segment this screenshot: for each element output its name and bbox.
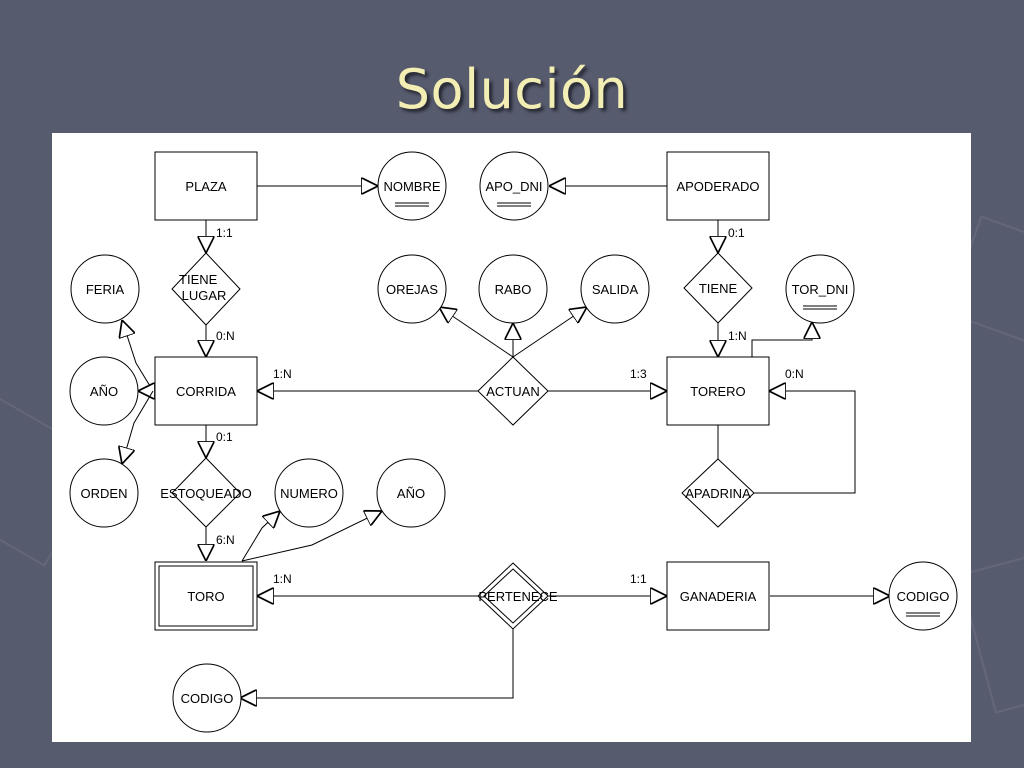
relationship-actuan: ACTUAN (477, 356, 549, 426)
svg-text:TORERO: TORERO (690, 384, 745, 399)
cardinality-label: 1:N (728, 329, 747, 343)
svg-text:AÑO: AÑO (397, 486, 425, 501)
tiene-lugar-line2: LUGAR (182, 288, 227, 303)
attribute-salida: SALIDA (580, 254, 650, 324)
cardinality-label: 1:N (273, 572, 292, 586)
cardinality-label: 6:N (216, 533, 235, 547)
cardinality-label: 0:1 (216, 430, 233, 444)
attribute-pertenece-codigo: CODIGO (172, 663, 242, 733)
entity-torero: TORERO (666, 356, 770, 426)
cardinality-label: 0:N (785, 367, 804, 381)
cardinality-label: 1:3 (630, 367, 647, 381)
relationship-apadrina: APADRINA (681, 458, 755, 528)
attribute-plaza-nombre-key: NOMBRE (377, 151, 447, 221)
er-diagram: PLAZA APODERADO CORRIDA TORERO TORO GANA… (52, 133, 971, 742)
attribute-numero: NUMERO (274, 458, 344, 528)
attribute-tor-dni-key: TOR_DNI (785, 254, 855, 324)
svg-text:PLAZA: PLAZA (185, 179, 227, 194)
svg-text:GANADERIA: GANADERIA (680, 589, 757, 604)
attribute-ganaderia-codigo-key: CODIGO (888, 561, 958, 631)
svg-text:FERIA: FERIA (86, 282, 125, 297)
entity-ganaderia: GANADERIA (666, 561, 770, 631)
svg-text:APO_DNI: APO_DNI (485, 179, 542, 194)
entity-apoderado: APODERADO (666, 151, 770, 221)
svg-text:PERTENECE: PERTENECE (478, 589, 558, 604)
svg-text:OREJAS: OREJAS (386, 282, 438, 297)
cardinality-label: 1:1 (216, 226, 233, 240)
relationship-pertenece-identifying: PERTENECE (477, 562, 558, 630)
svg-text:ORDEN: ORDEN (81, 486, 128, 501)
relationship-tiene-lugar: TIENE LUGAR (171, 252, 241, 326)
svg-text:ACTUAN: ACTUAN (486, 384, 539, 399)
tiene-lugar-line1: TIENE (179, 272, 218, 287)
relationship-estoqueado: ESTOQUEADO (160, 457, 252, 528)
attribute-orden: ORDEN (69, 458, 139, 528)
svg-text:RABO: RABO (495, 282, 532, 297)
svg-text:AÑO: AÑO (90, 384, 118, 399)
cardinality-label: 1:1 (630, 572, 647, 586)
cardinality-label: 1:N (273, 367, 292, 381)
svg-text:TOR_DNI: TOR_DNI (792, 282, 849, 297)
svg-text:TORO: TORO (187, 589, 224, 604)
svg-text:CODIGO: CODIGO (181, 691, 234, 706)
cardinality-label: 0:N (216, 329, 235, 343)
entity-plaza: PLAZA (154, 151, 258, 221)
attribute-feria: FERIA (70, 254, 140, 324)
cardinality-labels: 1:1 0:N 0:1 1:N 1:N 1:3 0:N 0:1 6:N 1:N … (216, 226, 804, 586)
attribute-toro-ano: AÑO (376, 458, 446, 528)
svg-text:NOMBRE: NOMBRE (383, 179, 440, 194)
svg-text:TIENE LUGAR: TIENE LUGAR (179, 272, 226, 303)
connector-lines (122, 186, 890, 698)
attribute-apo-dni-key: APO_DNI (479, 151, 549, 221)
entity-toro-weak: TORO (154, 561, 258, 631)
attribute-orejas: OREJAS (377, 254, 447, 324)
svg-text:APODERADO: APODERADO (676, 179, 759, 194)
svg-text:TIENE: TIENE (699, 281, 738, 296)
entity-corrida: CORRIDA (154, 356, 258, 426)
relationship-tiene: TIENE (683, 252, 753, 324)
attribute-corrida-ano: AÑO (69, 356, 139, 426)
slide-title: Solución (395, 58, 629, 121)
cardinality-label: 0:1 (728, 226, 745, 240)
attribute-rabo: RABO (478, 254, 548, 324)
svg-text:APADRINA: APADRINA (685, 486, 751, 501)
svg-text:NUMERO: NUMERO (280, 486, 338, 501)
svg-text:CODIGO: CODIGO (897, 589, 950, 604)
svg-text:CORRIDA: CORRIDA (176, 384, 236, 399)
svg-text:SALIDA: SALIDA (592, 282, 639, 297)
svg-text:ESTOQUEADO: ESTOQUEADO (160, 486, 252, 501)
